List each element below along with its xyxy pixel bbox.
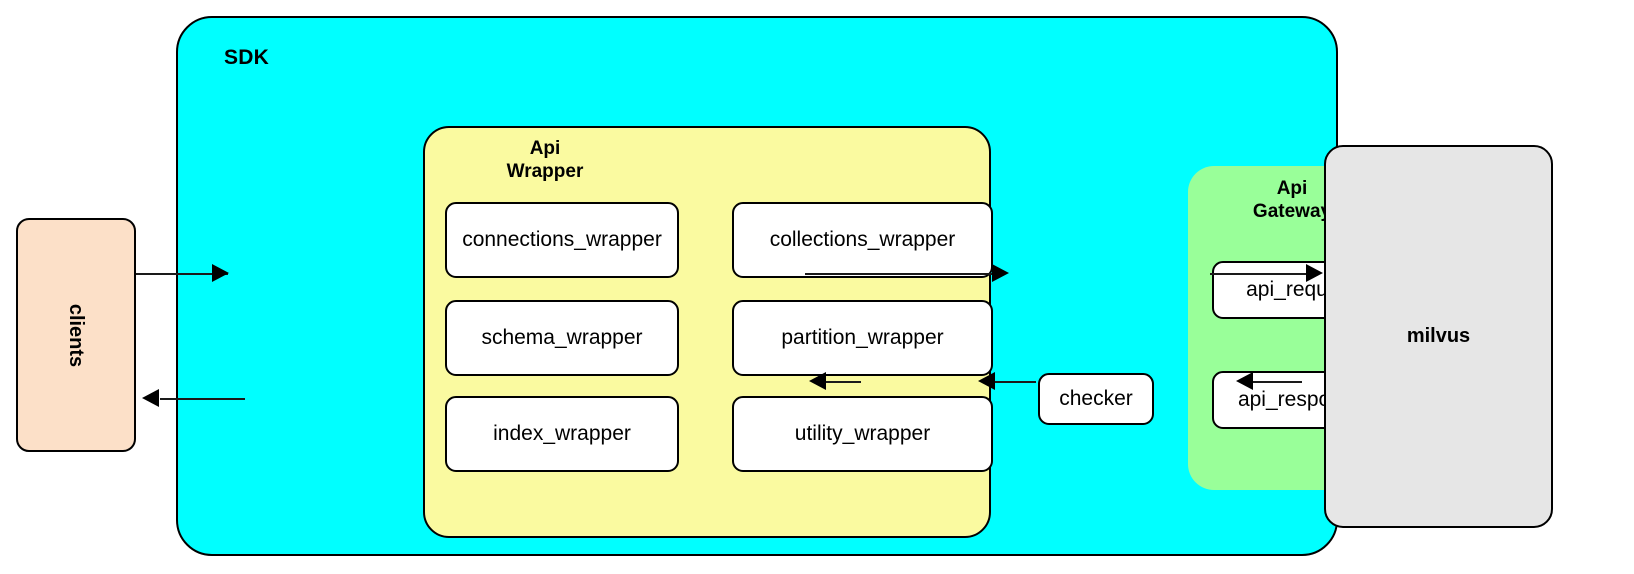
- arrowhead-api-wrapper-to-api-gateway-icon: [992, 264, 1009, 282]
- connector-clients-to-api-wrapper: [136, 273, 228, 275]
- api-wrapper-label: Api Wrapper: [445, 138, 645, 184]
- api-wrapper-container[interactable]: Api Wrapper connections_wrapper collecti…: [423, 126, 993, 538]
- arrowhead-api-request-to-milvus-icon: [1306, 264, 1323, 282]
- connector-checker-to-api-wrapper: [825, 381, 861, 383]
- clients-node[interactable]: clients: [16, 218, 136, 452]
- api-wrapper-label-line1: Api: [529, 138, 561, 159]
- connector-api-wrapper-to-api-gateway: [805, 273, 995, 275]
- arrowhead-api-wrapper-to-clients-icon: [142, 389, 159, 407]
- card-connections-wrapper[interactable]: connections_wrapper: [445, 202, 679, 278]
- card-partition-wrapper[interactable]: partition_wrapper: [732, 300, 993, 376]
- arrowhead-milvus-to-api-response-icon: [1236, 372, 1253, 390]
- milvus-node[interactable]: milvus: [1324, 145, 1553, 528]
- sdk-label: SDK: [224, 46, 269, 69]
- card-index-wrapper[interactable]: index_wrapper: [445, 396, 679, 472]
- connector-milvus-to-api-response: [1252, 381, 1302, 383]
- arrowhead-checker-to-api-wrapper-icon: [809, 372, 826, 390]
- api-gateway-label-line2: Gateway: [1252, 200, 1332, 222]
- api-gateway-label: Api Gateway: [1202, 178, 1382, 224]
- checker-node[interactable]: checker: [1038, 373, 1154, 425]
- connector-api-response-to-checker: [994, 381, 1036, 383]
- connector-api-wrapper-to-clients: [160, 398, 245, 400]
- arrowhead-clients-to-api-wrapper-icon: [212, 264, 229, 282]
- api-gateway-label-line1: Api: [1276, 178, 1308, 199]
- arrowhead-api-response-to-checker-icon: [978, 372, 995, 390]
- card-utility-wrapper[interactable]: utility_wrapper: [732, 396, 993, 472]
- api-wrapper-label-line2: Wrapper: [506, 160, 584, 182]
- card-collections-wrapper[interactable]: collections_wrapper: [732, 202, 993, 278]
- clients-label: clients: [65, 303, 88, 367]
- card-schema-wrapper[interactable]: schema_wrapper: [445, 300, 679, 376]
- sdk-container[interactable]: SDK Api Wrapper connections_wrapper coll…: [176, 16, 1416, 556]
- connector-api-request-to-milvus: [1210, 273, 1315, 275]
